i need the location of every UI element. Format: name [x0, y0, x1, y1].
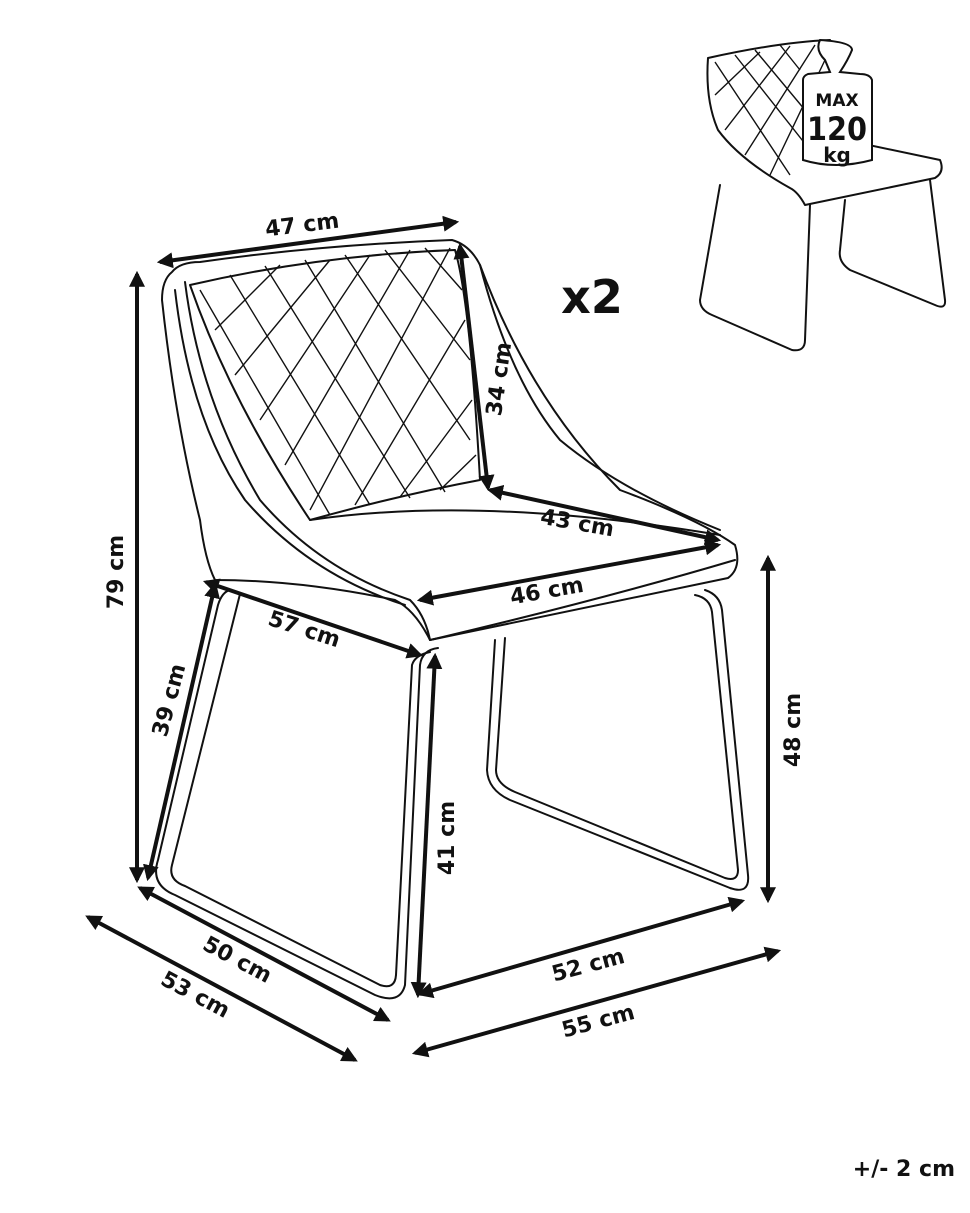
- label-seat-height: 48 cm: [781, 693, 806, 767]
- quantity-label: x2: [561, 270, 623, 324]
- dimension-arrows: [85, 215, 782, 1062]
- label-leg-height: 41 cm: [435, 801, 460, 875]
- max-load-value: 120: [807, 110, 867, 148]
- label-inner-width: 52 cm: [549, 944, 627, 987]
- max-load-icon: MAX 120 kg: [699, 38, 947, 352]
- label-seat-depth: 43 cm: [538, 505, 615, 543]
- chair-illustration: [155, 239, 750, 1000]
- max-load-unit: kg: [823, 143, 851, 167]
- tolerance-note: +/- 2 cm: [853, 1157, 955, 1182]
- label-total-height: 79 cm: [104, 535, 129, 609]
- max-load-top: MAX: [815, 91, 858, 111]
- label-total-width: 55 cm: [559, 1000, 637, 1043]
- label-back-height: 34 cm: [482, 341, 517, 418]
- quilted-pattern: [199, 247, 477, 516]
- label-armrest-height: 39 cm: [148, 661, 191, 739]
